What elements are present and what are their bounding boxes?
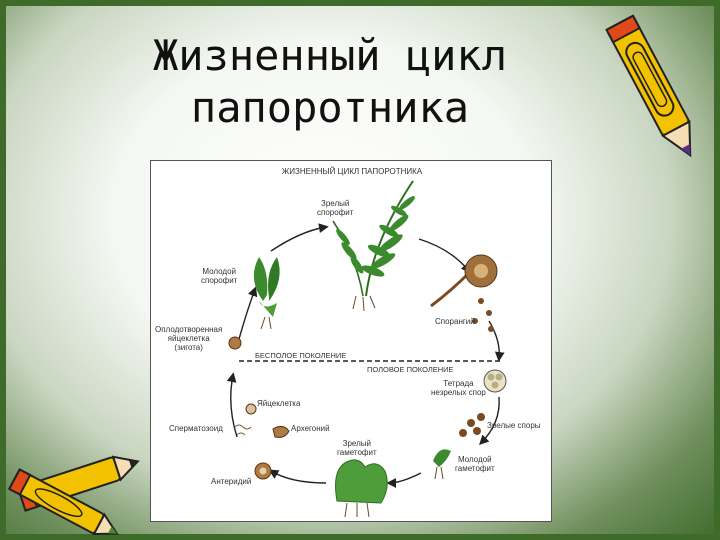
egg-cell-drawing <box>245 403 257 415</box>
sporangium-drawing <box>430 254 498 332</box>
young-sporophyte-drawing <box>253 257 280 330</box>
label-mature-gametophyte: Зрелый гаметофит <box>337 439 377 457</box>
label-mature-spores: Зрелые споры <box>487 421 541 430</box>
label-zygote: Оплодотворенная яйцеклетка (зигота) <box>155 325 223 352</box>
label-asexual-generation: БЕСПОЛОЕ ПОКОЛЕНИЕ <box>255 351 347 360</box>
archegonium-drawing <box>272 425 290 438</box>
label-antheridium: Антеридий <box>211 477 252 486</box>
spermatozoid-drawing <box>234 424 252 436</box>
title-line-1: Жизненный цикл <box>152 31 507 80</box>
cycle-drawing <box>226 180 507 518</box>
slide-title: Жизненный цикл папоротника <box>120 30 540 134</box>
mature-spores-drawing <box>459 413 485 437</box>
label-egg-cell: Яйцеклетка <box>257 399 301 408</box>
diagram-title: ЖИЗНЕННЫЙ ЦИКЛ ПАПОРОТНИКА <box>281 167 423 176</box>
zygote-drawing <box>228 336 242 350</box>
label-spermatozoid: Сперматозоид <box>169 424 223 433</box>
mature-sporophyte-fern <box>332 180 415 312</box>
title-line-2: папоротника <box>190 83 470 132</box>
label-archegonium: Архегоний <box>291 424 330 433</box>
label-young-gametophyte: Молодой гаметофит <box>455 455 495 473</box>
label-sporangium: Спорангий <box>435 317 475 326</box>
spore-tetrad-drawing <box>483 369 507 393</box>
mature-gametophyte-drawing <box>335 459 388 518</box>
pencils-icon <box>7 455 140 535</box>
label-mature-sporophyte: Зрелый спорофит <box>317 199 354 217</box>
young-gametophyte-drawing <box>433 449 451 480</box>
fern-life-cycle-diagram: ЖИЗНЕННЫЙ ЦИКЛ ПАПОРОТНИКА Зрелый спороф… <box>150 160 552 522</box>
label-young-sporophyte: Молодой спорофит <box>201 267 238 285</box>
pencil-icon <box>605 14 692 158</box>
label-spore-tetrad: Тетрада незрелых спор <box>431 379 486 397</box>
label-sexual-generation: ПОЛОВОЕ ПОКОЛЕНИЕ <box>367 365 454 374</box>
